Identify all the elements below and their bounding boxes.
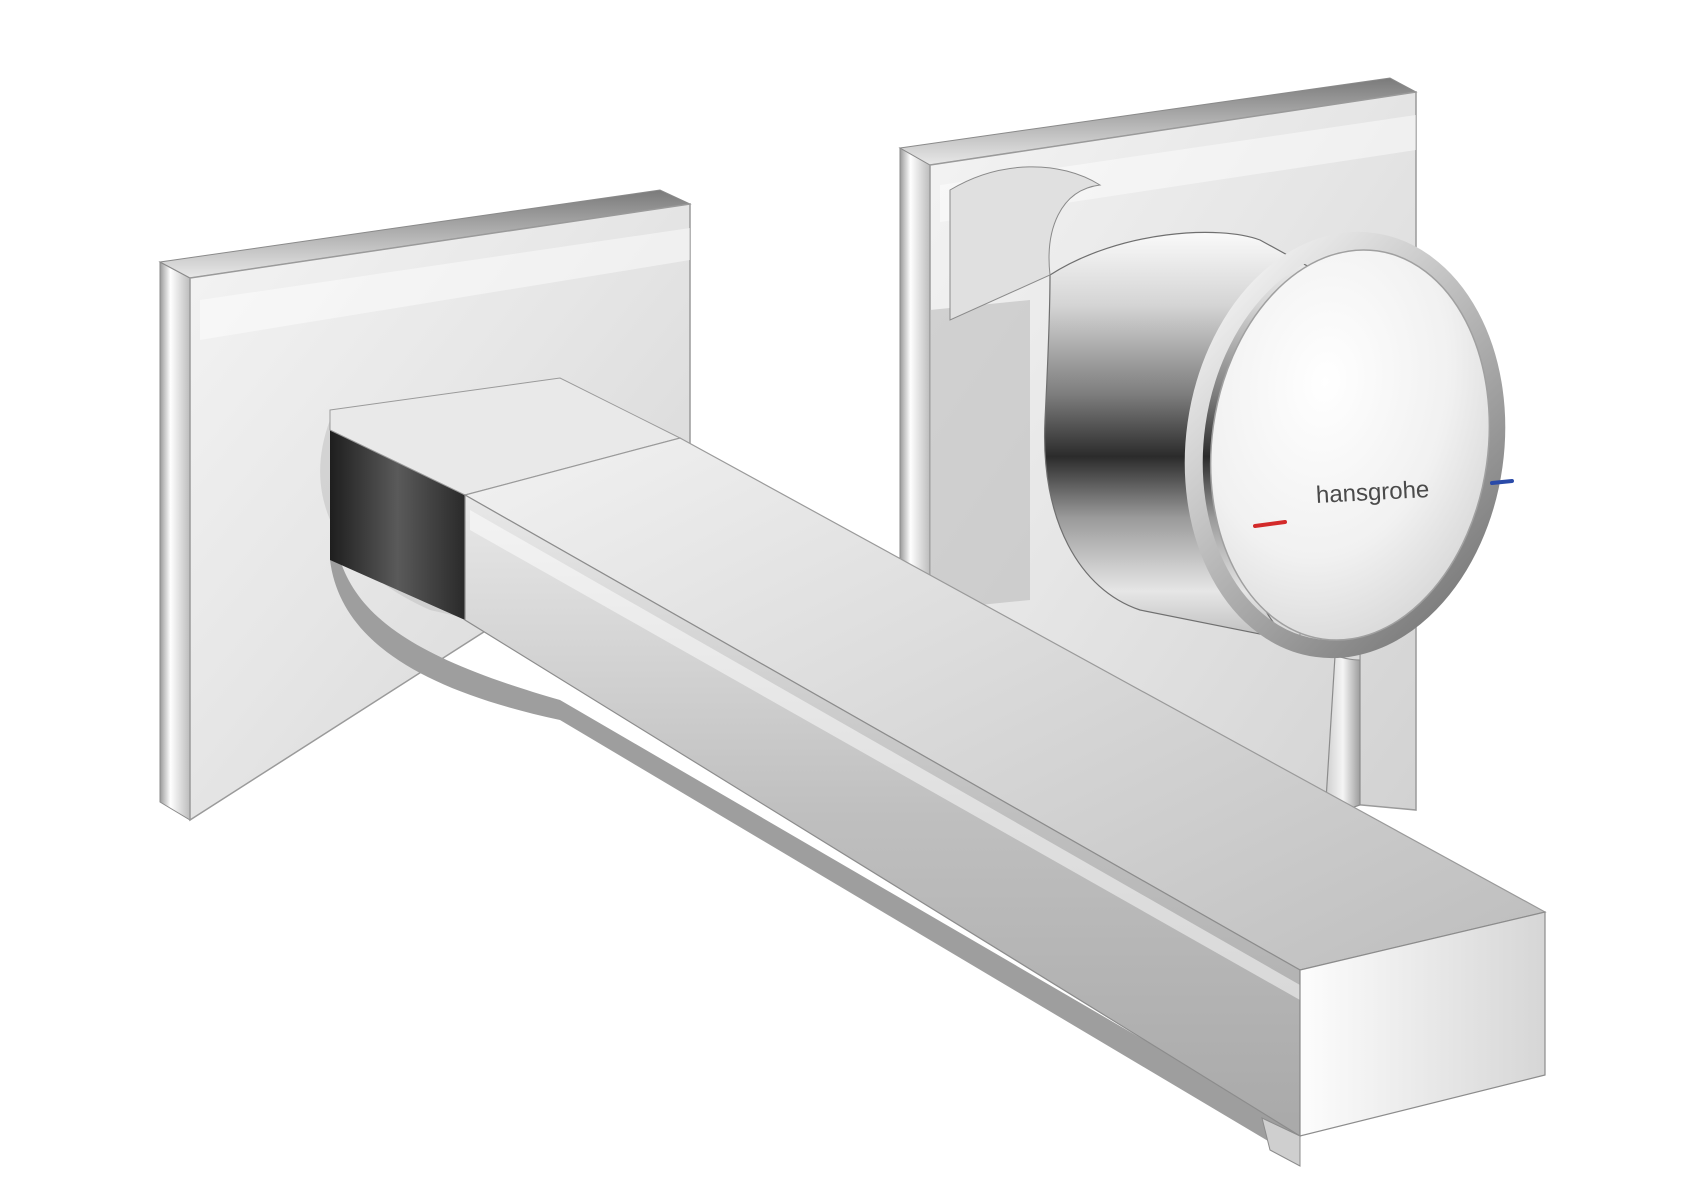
hot-indicator [1253,520,1287,528]
spout [329,377,1547,1167]
knob-face [1209,249,1491,641]
mixer-handle: hansgrohe [949,166,1514,659]
brand-logo: hansgrohe [1315,476,1430,509]
cold-indicator [1490,479,1514,485]
